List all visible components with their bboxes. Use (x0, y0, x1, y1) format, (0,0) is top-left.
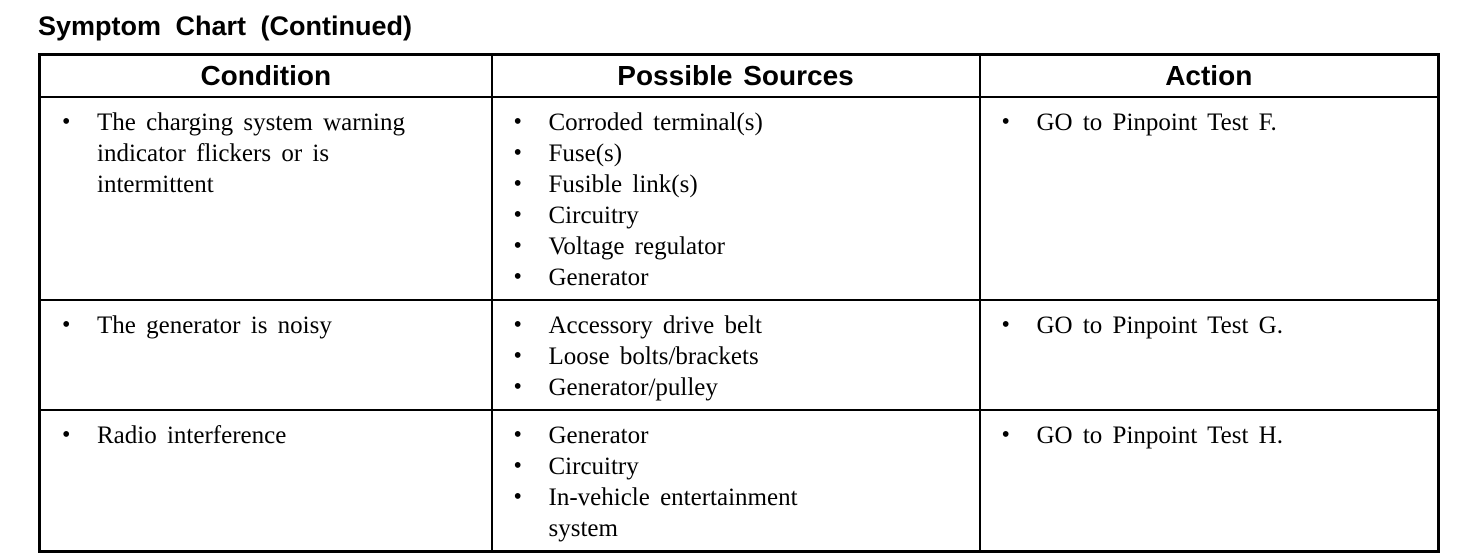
list-item-text: Circuitry (548, 452, 639, 480)
table-header: Condition Possible Sources Action (38, 53, 1440, 98)
list-item-text: Radio interference (97, 421, 287, 449)
bullet-icon: • (513, 170, 522, 197)
list-item: • The generator is noisy (41, 310, 483, 341)
bullet-icon: • (513, 263, 522, 290)
table-row: • The charging system warning indicator f… (38, 95, 1440, 301)
list-item-text: Generator (548, 421, 649, 449)
list-item-text: Fusible link(s) (548, 170, 698, 198)
list-item-text: Generator (548, 263, 649, 291)
bullet-icon: • (513, 421, 522, 448)
bullet-icon: • (513, 232, 522, 259)
list-item: • GO to Pinpoint Test F. (981, 107, 1430, 138)
bullet-icon: • (62, 311, 71, 338)
list-item-text: Generator/pulley (548, 373, 718, 401)
column-header-possible-sources: Possible Sources (490, 53, 981, 98)
table-row: •Radio interference•Generator•Circuitry•… (38, 408, 1440, 552)
condition-cell: • The generator is noisy (38, 298, 493, 411)
action-list: • GO to Pinpoint Test F. (981, 107, 1430, 138)
list-item-text: Loose bolts/brackets (548, 342, 759, 370)
condition-list: • The charging system warning indicator f… (41, 107, 483, 200)
list-item: • In-vehicle entertainment system (493, 482, 971, 544)
list-item: • Generator (493, 420, 971, 451)
bullet-icon: • (62, 421, 71, 448)
bullet-icon: • (1001, 311, 1010, 338)
bullet-icon: • (513, 373, 522, 400)
list-item: • Generator/pulley (493, 372, 971, 403)
condition-cell: • Radio interference (38, 408, 493, 552)
list-item-text: Voltage regulator (548, 232, 725, 260)
list-item-text: The generator is noisy (97, 311, 332, 339)
bullet-icon: • (62, 108, 71, 135)
bullet-icon: • (513, 201, 522, 228)
list-item: • Loose bolts/brackets (493, 341, 971, 372)
sources-cell: • Generator • Circuitry • In-vehicle entertai… (490, 408, 981, 552)
list-item-text: In-vehicle entertainment system (548, 483, 798, 542)
list-item-text: Circuitry (548, 201, 639, 229)
symptom-table-body: • The charging system warning indicator f… (38, 95, 1440, 552)
sources-list: • Corroded terminal(s) • Fuse(s) • Fusible li… (493, 107, 971, 293)
list-item-text: Corroded terminal(s) (548, 108, 763, 136)
sources-cell: • Corroded terminal(s) • Fuse(s) • Fusible li… (490, 95, 981, 301)
bullet-icon: • (1001, 421, 1010, 448)
sources-list: • Accessory drive belt • Loose bolts/bracke… (493, 310, 971, 403)
column-header-condition: Condition (38, 53, 493, 98)
list-item: • Circuitry (493, 200, 971, 231)
column-header-action: Action (978, 53, 1440, 98)
bullet-icon: • (513, 139, 522, 166)
page-title: Symptom Chart (Continued) (38, 11, 412, 41)
list-item: • Fuse(s) (493, 138, 971, 169)
list-item: • GO to Pinpoint Test H. (981, 420, 1430, 451)
action-cell: • GO to Pinpoint Test G. (978, 298, 1440, 411)
list-item: • Generator (493, 262, 971, 293)
symptom-chart-table: Condition Possible Sources Action • The c… (38, 53, 1440, 553)
condition-list: • Radio interference (41, 420, 483, 451)
list-item: • Corroded terminal(s) (493, 107, 971, 138)
sources-cell: • Accessory drive belt • Loose bolts/bracke… (490, 298, 981, 411)
list-item: • Fusible link(s) (493, 169, 971, 200)
list-item: • The charging system warning indicator f… (41, 107, 483, 200)
sources-list: • Generator • Circuitry • In-vehicle entertai… (493, 420, 971, 544)
list-item: • Radio interference (41, 420, 483, 451)
list-item: • GO to Pinpoint Test G. (981, 310, 1430, 341)
list-item-text: The charging system warning indicator fl… (97, 108, 405, 198)
list-item-text: Fuse(s) (548, 139, 623, 167)
header-row: Condition Possible Sources Action (38, 53, 1440, 98)
list-item: • Circuitry (493, 451, 971, 482)
action-cell: • GO to Pinpoint Test H. (978, 408, 1440, 552)
action-list: • GO to Pinpoint Test G. (981, 310, 1430, 341)
list-item: • Accessory drive belt (493, 310, 971, 341)
bullet-icon: • (513, 483, 522, 510)
list-item-text: Accessory drive belt (548, 311, 762, 339)
list-item-text: GO to Pinpoint Test G. (1036, 311, 1283, 339)
action-cell: • GO to Pinpoint Test F. (978, 95, 1440, 301)
bullet-icon: • (513, 311, 522, 338)
bullet-icon: • (1001, 108, 1010, 135)
bullet-icon: • (513, 108, 522, 135)
list-item: • Voltage regulator (493, 231, 971, 262)
bullet-icon: • (513, 452, 522, 479)
condition-cell: • The charging system warning indicator f… (38, 95, 493, 301)
action-list: • GO to Pinpoint Test H. (981, 420, 1430, 451)
table-row: • The generator is noisy • Accessory drive … (38, 298, 1440, 411)
list-item-text: GO to Pinpoint Test H. (1036, 421, 1283, 449)
bullet-icon: • (513, 342, 522, 369)
condition-list: • The generator is noisy (41, 310, 483, 341)
list-item-text: GO to Pinpoint Test F. (1036, 108, 1277, 136)
